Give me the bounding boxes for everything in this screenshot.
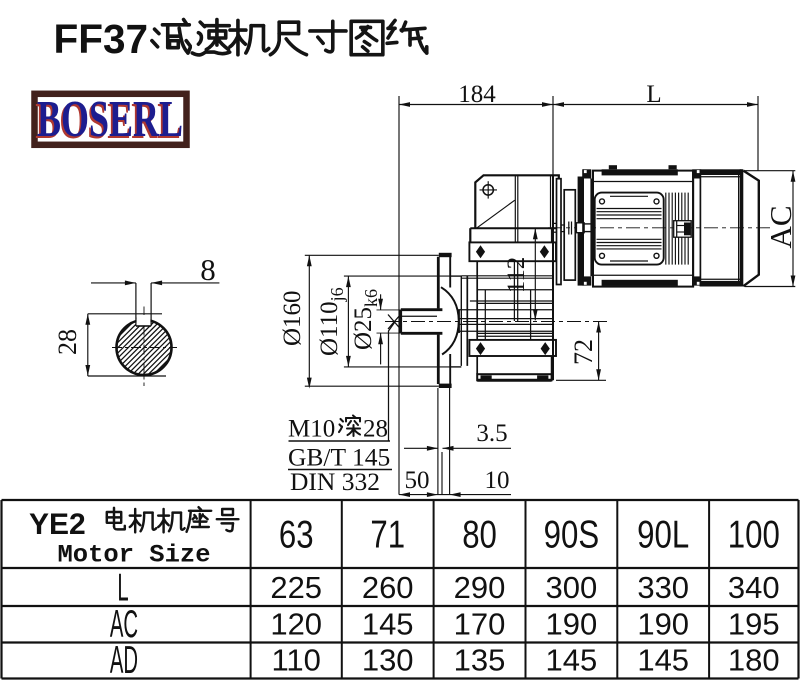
svg-text:300: 300 bbox=[546, 570, 598, 605]
svg-text:Ø110j6: Ø110j6 bbox=[316, 287, 347, 356]
svg-text:180: 180 bbox=[728, 643, 780, 678]
svg-text:DIN 332: DIN 332 bbox=[290, 467, 380, 496]
svg-text:63: 63 bbox=[279, 513, 314, 556]
svg-text:YE2: YE2 bbox=[29, 508, 86, 541]
svg-text:3.5: 3.5 bbox=[476, 420, 507, 447]
svg-text:145: 145 bbox=[362, 607, 414, 642]
svg-text:225: 225 bbox=[270, 570, 322, 605]
svg-text:AC: AC bbox=[110, 602, 138, 646]
svg-text:112: 112 bbox=[503, 257, 530, 294]
svg-text:190: 190 bbox=[546, 607, 598, 642]
svg-text:135: 135 bbox=[454, 643, 506, 678]
svg-text:AD: AD bbox=[110, 638, 138, 680]
svg-text:8: 8 bbox=[200, 252, 216, 287]
svg-text:Ø160: Ø160 bbox=[279, 290, 306, 346]
svg-text:72: 72 bbox=[569, 339, 598, 365]
svg-text:GB/T 145: GB/T 145 bbox=[288, 443, 390, 472]
svg-text:145: 145 bbox=[546, 643, 598, 678]
svg-text:290: 290 bbox=[454, 570, 506, 605]
svg-text:184: 184 bbox=[458, 81, 496, 108]
svg-text:BOSERL: BOSERL bbox=[37, 91, 183, 148]
svg-text:90S: 90S bbox=[544, 513, 599, 556]
svg-text:80: 80 bbox=[462, 513, 497, 556]
svg-text:170: 170 bbox=[454, 607, 506, 642]
svg-text:100: 100 bbox=[728, 513, 780, 556]
svg-text:90L: 90L bbox=[637, 513, 689, 556]
svg-text:145: 145 bbox=[637, 643, 689, 678]
svg-text:28: 28 bbox=[363, 416, 388, 443]
svg-text:Motor Size: Motor Size bbox=[58, 541, 211, 570]
svg-text:190: 190 bbox=[637, 607, 689, 642]
svg-text:BOSERL: BOSERL bbox=[35, 93, 181, 150]
svg-text:130: 130 bbox=[362, 643, 414, 678]
svg-text:AC: AC bbox=[763, 205, 798, 248]
svg-text:260: 260 bbox=[362, 570, 414, 605]
svg-text:120: 120 bbox=[270, 607, 322, 642]
svg-text:28: 28 bbox=[53, 329, 82, 355]
svg-text:50: 50 bbox=[405, 467, 430, 494]
svg-text:330: 330 bbox=[637, 570, 689, 605]
svg-text:FF37: FF37 bbox=[54, 16, 149, 62]
svg-text:10: 10 bbox=[485, 467, 510, 494]
svg-text:110: 110 bbox=[271, 643, 320, 678]
svg-text:195: 195 bbox=[728, 607, 780, 642]
svg-text:340: 340 bbox=[728, 570, 780, 605]
svg-text:L: L bbox=[646, 81, 661, 108]
svg-text:71: 71 bbox=[370, 513, 405, 556]
svg-text:L: L bbox=[117, 565, 128, 609]
svg-text:M10: M10 bbox=[288, 416, 335, 443]
